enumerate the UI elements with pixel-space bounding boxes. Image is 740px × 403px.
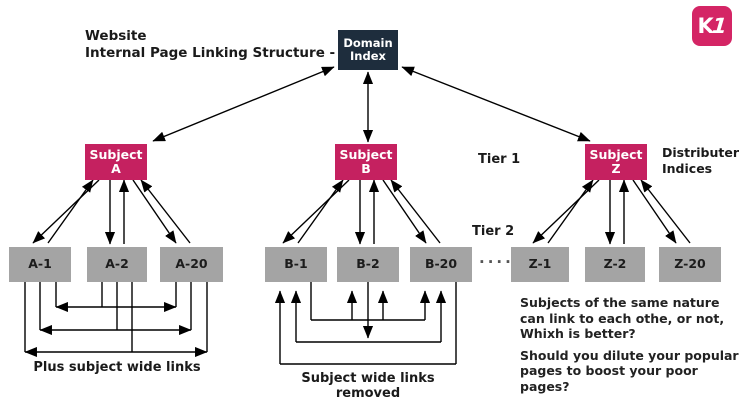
tier-1-label: Tier 1 — [478, 152, 521, 167]
subject-z-fan-arrows — [532, 179, 691, 245]
title-line-1: Website — [85, 28, 147, 44]
note-1-line-2: can link to each othe, or not, — [520, 310, 725, 326]
node-b-2: B-2 — [337, 247, 399, 282]
node-z-2-label: Z-2 — [603, 256, 627, 272]
subject-b-box: Subject B — [335, 144, 397, 180]
title-line-2: Internal Page Linking Structure - — [85, 45, 336, 62]
node-b-1-label: B-1 — [284, 256, 308, 272]
note-2-line-1: Should you dilute your popular — [520, 347, 739, 363]
tier-2-label: Tier 2 — [472, 224, 515, 239]
node-a-1-label: A-1 — [28, 256, 52, 272]
node-b-20: B-20 — [410, 247, 472, 282]
node-a-2-label: A-2 — [105, 256, 129, 272]
a-subject-wide-links — [24, 282, 208, 358]
node-z-2: Z-2 — [585, 247, 645, 282]
node-z-20-label: Z-20 — [674, 256, 706, 272]
note-1-line-3: Whixh is better? — [520, 326, 636, 341]
page-title: Website Internal Page Linking Structure … — [85, 28, 335, 63]
node-b-1: B-1 — [265, 247, 327, 282]
subject-b-label: Subject B — [339, 146, 393, 176]
node-z-1: Z-1 — [511, 247, 569, 282]
note-paragraph-1: Subjects of the same nature can link to … — [520, 295, 740, 342]
subject-a-fan-arrows — [32, 179, 191, 245]
continuation-dots: ···· — [479, 253, 514, 271]
b-group-caption: Subject wide links removed — [301, 371, 435, 401]
subject-b-fan-arrows — [282, 179, 441, 245]
note-paragraph-2: Should you dilute your popular pages to … — [520, 348, 740, 395]
node-a-1: A-1 — [9, 247, 71, 282]
b-subject-wide-links-removed — [274, 282, 457, 365]
subject-z-box: Subject Z — [585, 144, 647, 180]
node-a-20-label: A-20 — [175, 256, 208, 272]
subject-z-label: Subject Z — [589, 146, 643, 176]
distributer-indices-label: Distributer Indices — [662, 145, 739, 177]
node-a-20: A-20 — [160, 247, 223, 282]
node-b-2-label: B-2 — [356, 256, 380, 272]
domain-index-box: Domain Index — [338, 30, 398, 70]
logo-glyph-k: K — [697, 14, 714, 38]
distributer-line-1: Distributer — [662, 145, 739, 160]
subject-a-label: Subject A — [89, 146, 143, 176]
subject-a-box: Subject A — [85, 144, 147, 180]
node-z-1-label: Z-1 — [528, 256, 552, 272]
domain-to-subject-arrows — [152, 66, 591, 143]
domain-index-label: Domain Index — [343, 35, 393, 63]
node-z-20: Z-20 — [659, 247, 721, 282]
distributer-line-2: Indices — [662, 161, 713, 176]
note-2-line-2: pages to boost your poor pages? — [520, 363, 698, 394]
a-group-caption: Plus subject wide links — [33, 360, 201, 375]
note-1-line-1: Subjects of the same nature — [520, 295, 720, 310]
node-b-20-label: B-20 — [424, 256, 458, 272]
node-a-2: A-2 — [87, 247, 147, 282]
notes-block: Subjects of the same nature can link to … — [520, 295, 740, 394]
